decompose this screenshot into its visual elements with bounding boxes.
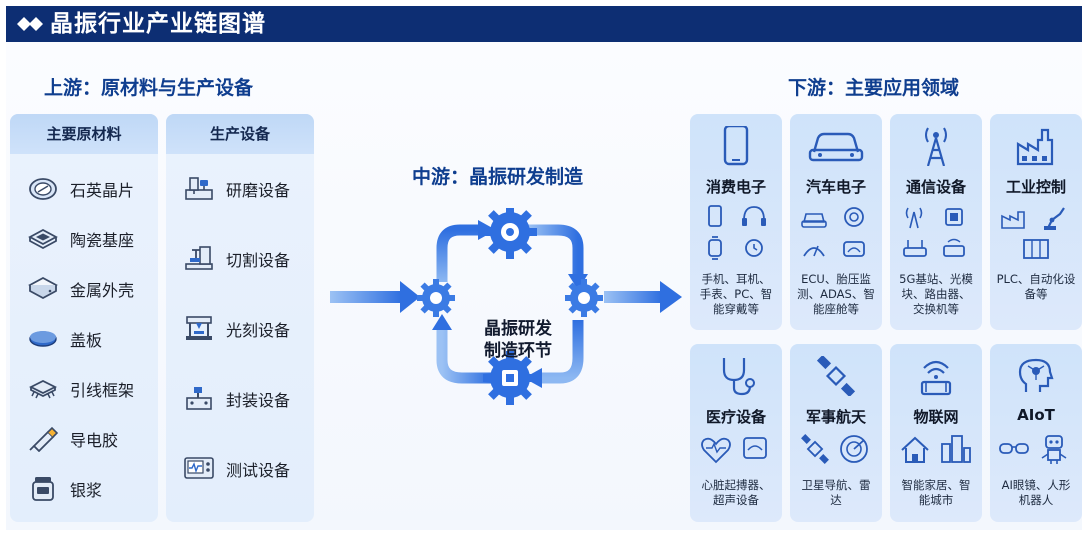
material-label: 盖板 [70,331,103,350]
diamond-bullet-icon [17,17,43,31]
smartphone-icon [723,126,749,166]
midstream-title: 中游：晶振研发制造 [412,166,584,188]
ai-head-icon [1018,358,1054,392]
lead-frame-icon [28,379,58,399]
header-bar: 晶振行业产业链图谱 [6,6,1082,42]
card-desc: 5G基站、光模块、路由器、交换机等 [899,272,973,316]
quartz-wafer-icon [29,178,57,200]
material-label: 银浆 [70,481,103,500]
arrow-in-icon [330,281,420,313]
equipment-panel: 生产设备 研磨设备 切割设备 [166,114,314,522]
wifi-router-icon [920,360,952,396]
card-title: AIoT [1017,406,1055,424]
midstream-center-label: 晶振研发 制造环节 [468,318,568,362]
equipment-item: 测试设备 [166,448,314,488]
downstream-title: 下游：主要应用领域 [788,77,960,99]
chip-gear-icon [483,351,537,405]
aerospace-device-icons [801,434,868,464]
material-item: 引线框架 [10,368,158,408]
card-desc: 智能家居、智能城市 [901,478,971,507]
material-item: 石英晶片 [10,168,158,208]
medical-device-icons [701,437,767,464]
app-card-industrial: 工业控制 PLC、自动化设备等 [990,114,1082,330]
card-desc: ECU、胎压监测、ADAS、智能座舱等 [797,272,875,316]
equipment-label: 研磨设备 [226,181,291,200]
equipment-heading: 生产设备 [166,114,314,154]
diagram-canvas: 上游：原材料与生产设备 中游：晶振研发制造 下游：主要应用领域 主要原材料 石英… [6,42,1082,530]
card-desc: 心脏起搏器、超声设备 [701,478,771,507]
material-label: 引线框架 [70,381,135,400]
app-card-aerospace: 军事航天 卫星导航、雷达 [790,344,882,522]
material-item: 导电胶 [10,418,158,458]
material-item: 银浆 [10,468,158,508]
card-title: 工业控制 [1005,178,1066,196]
material-item: 金属外壳 [10,268,158,308]
telecom-device-icons [903,207,965,257]
material-label: 金属外壳 [70,281,135,300]
app-card-consumer: 消费电子 手机、耳机、手表、PC、智能穿戴等 [690,114,782,330]
material-label: 陶瓷基座 [70,231,135,250]
card-title: 消费电子 [705,178,766,196]
silver-paste-icon [32,477,54,501]
car-icon [808,132,864,162]
material-label: 导电胶 [70,431,119,450]
equipment-label: 测试设备 [226,461,291,480]
center-line-1: 晶振研发 [484,319,552,339]
equipment-item: 研磨设备 [166,168,314,208]
arrow-out-icon [604,281,682,313]
auto-electronics-icons [801,207,865,257]
equipment-label: 切割设备 [226,251,291,270]
app-card-auto: 汽车电子 ECU、胎压监测、ADAS、智能座舱等 [790,114,882,330]
satellite-icon [816,356,856,396]
page-title: 晶振行业产业链图谱 [50,11,266,37]
card-desc: 卫星导航、雷达 [801,478,871,507]
app-card-medical: 医疗设备 心脏起搏器、超声设备 [690,344,782,522]
cover-plate-icon [29,331,57,347]
card-desc: 手机、耳机、手表、PC、智能穿戴等 [699,272,773,316]
consumer-device-icons [708,205,766,260]
industrial-device-icons [1001,207,1065,259]
lithography-machine-icon [186,316,212,340]
app-card-aiot: AIoT AI眼镜、人形机器人 [990,344,1082,522]
equipment-label: 光刻设备 [226,321,291,340]
grinding-machine-icon [185,177,213,200]
card-title: 汽车电子 [805,178,866,196]
metal-case-icon [28,276,58,300]
conductive-glue-icon [29,426,59,452]
card-desc: PLC、自动化设备等 [996,272,1076,301]
aiot-device-icons [999,435,1067,464]
material-label: 石英晶片 [70,181,135,200]
equipment-item: 切割设备 [166,238,314,278]
factory-icon [1016,128,1054,166]
signal-tower-icon [925,127,947,166]
equipment-label: 封装设备 [226,391,291,410]
card-desc: AI眼镜、人形机器人 [1001,478,1071,507]
ceramic-base-icon [28,228,58,250]
gear-icon [417,279,455,317]
card-title: 通信设备 [905,178,966,196]
center-line-2: 制造环节 [484,341,552,361]
materials-panel: 主要原材料 石英晶片 陶瓷基座 金属外壳 [10,114,158,522]
cutting-machine-icon [185,246,213,270]
materials-heading: 主要原材料 [10,114,158,154]
material-item: 盖板 [10,318,158,358]
stethoscope-icon [722,358,755,396]
card-title: 军事航天 [805,408,866,426]
app-card-iot: 物联网 智能家居、智能城市 [890,344,982,522]
testing-machine-icon [184,457,214,479]
gear-icon [565,279,603,317]
gear-icon [483,208,537,259]
app-card-telecom: 通信设备 5G基站、光模块、路由器、交换机等 [890,114,982,330]
equipment-item: 光刻设备 [166,308,314,348]
equipment-item: 封装设备 [166,378,314,418]
midstream-flow-graphic [330,208,682,405]
card-title: 物联网 [913,408,959,426]
iot-device-icons [901,435,971,463]
material-item: 陶瓷基座 [10,218,158,258]
card-title: 医疗设备 [705,408,766,426]
packaging-machine-icon [186,387,212,410]
upstream-title: 上游：原材料与生产设备 [44,77,254,99]
